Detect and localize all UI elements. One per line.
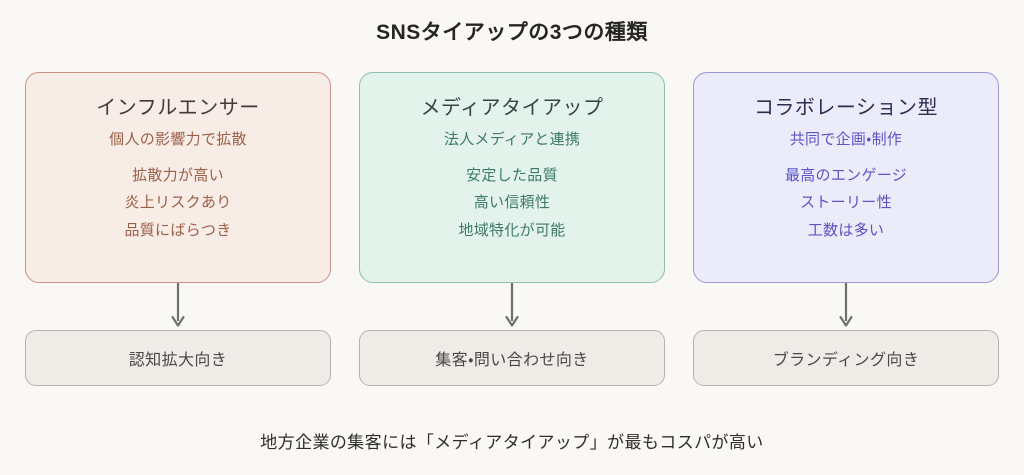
card-subtitle: 法人メディアと連携 xyxy=(443,131,581,148)
card-point: 品質にばらつき xyxy=(124,221,232,239)
arrow-down-icon xyxy=(171,283,185,327)
column-collaboration: コラボレーション型 共同で企画・制作 最高のエンゲージ ストーリー性 工数は多い… xyxy=(693,72,999,386)
card-heading: インフルエンサー xyxy=(96,97,260,119)
card-point: 高い信頼性 xyxy=(473,194,551,212)
card-points: 最高のエンゲージ ストーリー性 工数は多い xyxy=(785,166,907,241)
result-label: 集客・問い合わせ向き xyxy=(435,352,589,369)
card-subtitle: 共同で企画・制作 xyxy=(789,131,903,148)
footer-note: 地方企業の集客には「メディアタイアップ」が最もコスパが高い xyxy=(260,433,764,452)
arrow-down-icon xyxy=(839,283,853,327)
card-points: 安定した品質 高い信頼性 地域特化が可能 xyxy=(458,166,565,241)
card-point: 工数は多い xyxy=(807,221,885,239)
result-box-collaboration[interactable]: ブランディング向き xyxy=(693,330,999,386)
card-point: 炎上リスクあり xyxy=(124,194,232,212)
card-point: ストーリー性 xyxy=(800,194,892,212)
result-label: ブランディング向き xyxy=(772,352,920,369)
card-point: 拡散力が高い xyxy=(132,167,224,184)
arrow-down-icon xyxy=(505,283,519,327)
card-media-tieup[interactable]: メディアタイアップ 法人メディアと連携 安定した品質 高い信頼性 地域特化が可能 xyxy=(359,72,665,283)
result-box-media-tieup[interactable]: 集客・問い合わせ向き xyxy=(359,330,665,386)
card-point: 最高のエンゲージ xyxy=(784,167,908,184)
result-label: 認知拡大向き xyxy=(128,352,228,369)
card-collaboration[interactable]: コラボレーション型 共同で企画・制作 最高のエンゲージ ストーリー性 工数は多い xyxy=(693,72,999,283)
card-subtitle: 個人の影響力で拡散 xyxy=(109,131,247,148)
columns-container: インフルエンサー 個人の影響力で拡散 拡散力が高い 炎上リスクあり 品質にばらつ… xyxy=(25,72,999,386)
column-media-tieup: メディアタイアップ 法人メディアと連携 安定した品質 高い信頼性 地域特化が可能… xyxy=(359,72,665,386)
result-box-influencer[interactable]: 認知拡大向き xyxy=(25,330,331,386)
card-heading: コラボレーション型 xyxy=(753,97,939,119)
card-points: 拡散力が高い 炎上リスクあり 品質にばらつき xyxy=(124,166,231,241)
card-point: 地域特化が可能 xyxy=(458,221,566,239)
card-point: 安定した品質 xyxy=(466,167,558,184)
card-influencer[interactable]: インフルエンサー 個人の影響力で拡散 拡散力が高い 炎上リスクあり 品質にばらつ… xyxy=(25,72,331,283)
column-influencer: インフルエンサー 個人の影響力で拡散 拡散力が高い 炎上リスクあり 品質にばらつ… xyxy=(25,72,331,386)
card-heading: メディアタイアップ xyxy=(420,97,604,119)
page-title: SNSタイアップの3つの種類 xyxy=(376,21,648,44)
